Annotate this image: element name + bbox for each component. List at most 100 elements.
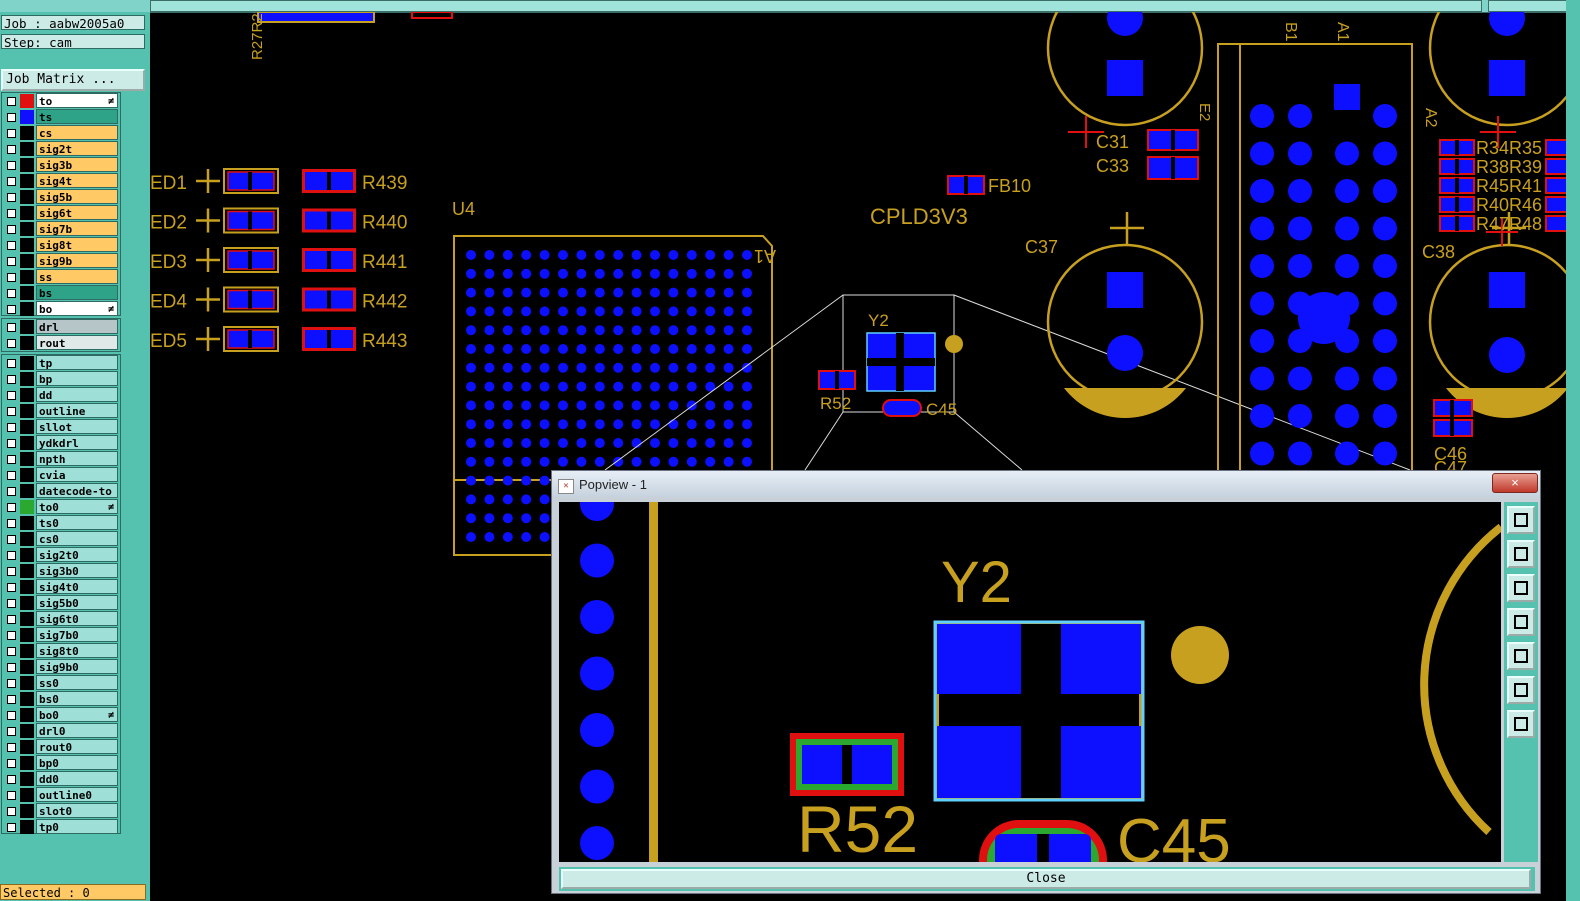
layer-name[interactable]: ts [36, 109, 118, 124]
layer-row[interactable]: outline [2, 403, 120, 419]
layer-color-swatch[interactable] [20, 190, 34, 204]
layer-color-swatch[interactable] [20, 356, 34, 370]
layer-checkbox[interactable] [7, 679, 16, 688]
layer-name[interactable]: sig9b0 [36, 659, 118, 674]
layer-row[interactable]: sig8t0 [2, 643, 120, 659]
layer-row[interactable]: sig4t0 [2, 579, 120, 595]
layer-color-swatch[interactable] [20, 644, 34, 658]
layer-checkbox[interactable] [7, 503, 16, 512]
layer-row[interactable]: sig6t [2, 205, 120, 221]
layer-name[interactable]: outline0 [36, 787, 118, 802]
layer-checkbox[interactable] [7, 631, 16, 640]
layer-color-swatch[interactable] [20, 484, 34, 498]
layer-row[interactable]: sig3b0 [2, 563, 120, 579]
layer-row[interactable]: drl0 [2, 723, 120, 739]
layer-row[interactable]: dd [2, 387, 120, 403]
layer-name[interactable]: sig3b0 [36, 563, 118, 578]
layer-checkbox[interactable] [7, 743, 16, 752]
layer-color-swatch[interactable] [20, 580, 34, 594]
layer-row[interactable]: bs [2, 285, 120, 301]
layer-color-swatch[interactable] [20, 692, 34, 706]
layer-color-swatch[interactable] [20, 788, 34, 802]
layer-checkbox[interactable] [7, 647, 16, 656]
layer-row[interactable]: sig7b0 [2, 627, 120, 643]
layer-row[interactable]: sig7b [2, 221, 120, 237]
layer-color-swatch[interactable] [20, 516, 34, 530]
layer-color-swatch[interactable] [20, 336, 34, 350]
layer-name[interactable]: ts0 [36, 515, 118, 530]
layer-row[interactable]: bs0 [2, 691, 120, 707]
layer-row[interactable]: tp0 [2, 819, 120, 835]
layer-color-swatch[interactable] [20, 302, 34, 316]
layer-name[interactable]: ss [36, 269, 118, 284]
layer-name[interactable]: tp [36, 355, 118, 370]
layer-name[interactable]: sig2t0 [36, 547, 118, 562]
layer-name[interactable]: rout [36, 335, 118, 350]
layer-name[interactable]: sig6t0 [36, 611, 118, 626]
layer-name[interactable]: sig6t [36, 205, 118, 220]
layer-checkbox[interactable] [7, 663, 16, 672]
window-close-button[interactable]: × [1492, 473, 1538, 493]
layer-checkbox[interactable] [7, 359, 16, 368]
layer-color-swatch[interactable] [20, 436, 34, 450]
layer-color-swatch[interactable] [20, 270, 34, 284]
layer-color-swatch[interactable] [20, 596, 34, 610]
layer-color-swatch[interactable] [20, 206, 34, 220]
layer-checkbox[interactable] [7, 177, 16, 186]
layer-name[interactable]: outline [36, 403, 118, 418]
layer-name[interactable]: dd0 [36, 771, 118, 786]
layer-name[interactable]: npth [36, 451, 118, 466]
layer-color-swatch[interactable] [20, 628, 34, 642]
layer-color-swatch[interactable] [20, 420, 34, 434]
layer-checkbox[interactable] [7, 471, 16, 480]
layer-row[interactable]: sig2t0 [2, 547, 120, 563]
pan-down-icon[interactable] [1507, 574, 1535, 602]
layer-row[interactable]: outline0 [2, 787, 120, 803]
pan-up-icon[interactable] [1507, 540, 1535, 568]
layer-row[interactable]: bp [2, 371, 120, 387]
layer-name[interactable]: drl0 [36, 723, 118, 738]
layer-color-swatch[interactable] [20, 500, 34, 514]
layer-checkbox[interactable] [7, 193, 16, 202]
close-button[interactable]: Close [561, 869, 1531, 889]
layer-checkbox[interactable] [7, 567, 16, 576]
layer-color-swatch[interactable] [20, 676, 34, 690]
layer-checkbox[interactable] [7, 257, 16, 266]
layer-checkbox[interactable] [7, 807, 16, 816]
layer-row[interactable]: drl [2, 319, 120, 335]
right-scrollbar[interactable] [1566, 0, 1580, 901]
layer-row[interactable]: cvia [2, 467, 120, 483]
layer-row[interactable]: ydkdrl [2, 435, 120, 451]
popview-canvas[interactable]: Y2 R52 C45 [559, 502, 1501, 862]
layer-color-swatch[interactable] [20, 238, 34, 252]
layer-row[interactable]: to0≠ [2, 499, 120, 515]
layer-name[interactable]: slot0 [36, 803, 118, 818]
layer-name[interactable]: cvia [36, 467, 118, 482]
layer-checkbox[interactable] [7, 583, 16, 592]
layer-checkbox[interactable] [7, 823, 16, 832]
layer-checkbox[interactable] [7, 615, 16, 624]
layer-color-swatch[interactable] [20, 756, 34, 770]
layer-row[interactable]: npth [2, 451, 120, 467]
layer-row[interactable]: slot0 [2, 803, 120, 819]
layer-checkbox[interactable] [7, 161, 16, 170]
layer-name[interactable]: sig4t0 [36, 579, 118, 594]
layer-checkbox[interactable] [7, 711, 16, 720]
layer-name[interactable]: sig2t [36, 141, 118, 156]
layer-checkbox[interactable] [7, 407, 16, 416]
layer-checkbox[interactable] [7, 535, 16, 544]
layer-color-swatch[interactable] [20, 724, 34, 738]
layer-row[interactable]: bo≠ [2, 301, 120, 317]
layer-name[interactable]: sig8t [36, 237, 118, 252]
layer-row[interactable]: dd0 [2, 771, 120, 787]
layer-row[interactable]: sig5b [2, 189, 120, 205]
layer-checkbox[interactable] [7, 775, 16, 784]
layer-name[interactable]: drl [36, 319, 118, 334]
layer-color-swatch[interactable] [20, 708, 34, 722]
layer-row[interactable]: rout [2, 335, 120, 351]
layer-row[interactable]: sig2t [2, 141, 120, 157]
job-matrix-button[interactable]: Job Matrix ... [1, 69, 145, 91]
layer-name[interactable]: sig7b [36, 221, 118, 236]
layer-row[interactable]: sig3b [2, 157, 120, 173]
layer-row[interactable]: to≠ [2, 93, 120, 109]
